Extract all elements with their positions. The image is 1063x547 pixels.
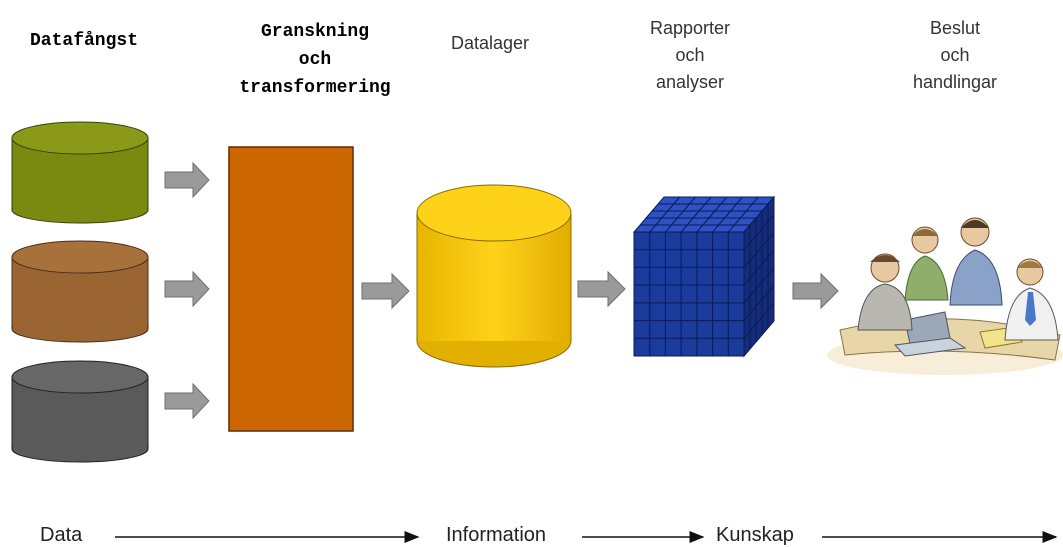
arrow-source-3 — [164, 382, 210, 420]
arrow-source-2 — [164, 270, 210, 308]
cube-grid-line — [743, 267, 775, 304]
arrow-source-1 — [164, 161, 210, 199]
cube-grid-line — [680, 196, 712, 233]
decisions-title-line-2: och — [940, 45, 970, 65]
database-olive-icon — [11, 121, 149, 224]
database-brown-icon — [11, 240, 149, 343]
cube-grid-line — [743, 232, 775, 268]
cube-grid-line — [696, 196, 728, 233]
decisions-title-line-1: Beslut — [929, 18, 981, 38]
cube-grid-line — [727, 196, 759, 233]
cube-grid-line — [743, 249, 775, 286]
cube-grid-line — [712, 196, 743, 233]
cube-grid-line — [743, 302, 775, 339]
decisions-title-line-3: handlingar — [912, 72, 998, 92]
stage-title-decisions: Beslut och handlingar — [890, 15, 1020, 96]
transform-title-line-3: transformering — [239, 78, 391, 98]
database-gray-icon — [11, 360, 149, 463]
cube-grid-line — [743, 285, 775, 321]
transform-block-icon — [228, 146, 354, 432]
flow-label-data: Data — [40, 524, 83, 546]
data-cube-icon — [632, 195, 776, 358]
reports-title-line-3: analyser — [655, 72, 725, 92]
transform-title-line-2: och — [298, 50, 332, 70]
stage-title-transform: Granskning och transformering — [205, 18, 425, 102]
flow-label-knowledge: Kunskap — [716, 524, 794, 546]
stage-title-capture: Datafångst — [30, 31, 139, 51]
arrow-to-warehouse — [361, 272, 410, 310]
cube-grid-line — [649, 196, 681, 233]
cube-grid-line — [665, 196, 696, 233]
arrow-to-cube — [577, 270, 626, 308]
reports-title-line-1: Rapporter — [649, 18, 731, 38]
reports-title-line-2: och — [675, 45, 705, 65]
warehouse-cylinder-icon — [416, 184, 572, 368]
stage-title-warehouse: Datalager — [450, 33, 530, 53]
transform-title-line-1: Granskning — [260, 22, 370, 42]
stage-title-reports: Rapporter och analyser — [630, 15, 750, 96]
arrow-to-decisions — [792, 272, 839, 310]
people-meeting-icon — [827, 217, 1063, 375]
flow-label-information: Information — [446, 524, 547, 546]
cube-grid-line — [743, 214, 775, 251]
